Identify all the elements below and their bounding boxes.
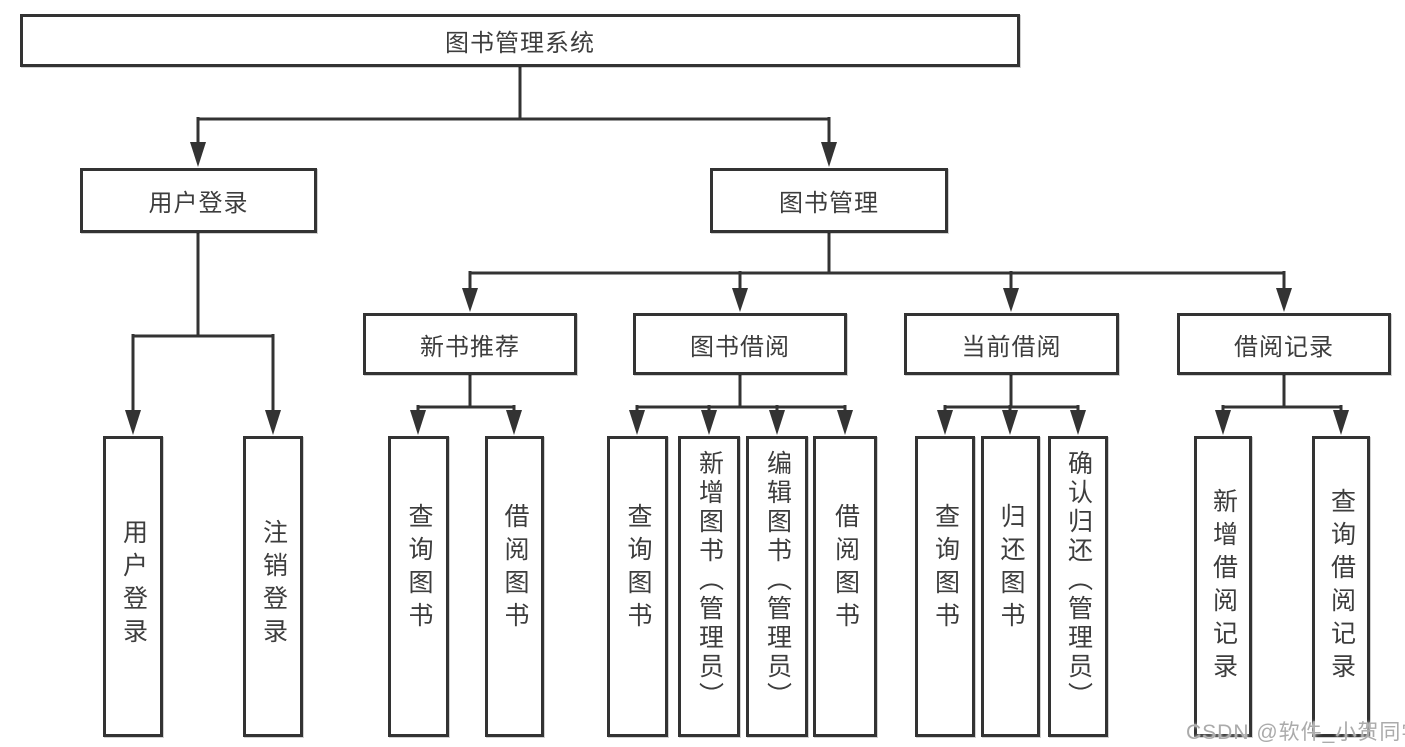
leaf-query-borrow-record: 查询借阅记录 [1312, 436, 1370, 737]
leaf-label: 借阅图书 [831, 502, 860, 635]
leaf-label: 确认归还（管理员） [1064, 450, 1093, 711]
leaf-query-books-current: 查询图书 [915, 436, 975, 737]
leaf-label: 查询图书 [931, 502, 960, 635]
arrowhead-icon [821, 142, 837, 167]
leaf-label: 查询图书 [624, 502, 652, 635]
leaf-add-borrow-record: 新增借阅记录 [1194, 436, 1252, 737]
leaf-edit-books-admin: 编辑图书（管理员） [746, 436, 808, 737]
arrowhead-icon [1002, 410, 1018, 435]
leaf-label: 归还图书 [997, 502, 1025, 635]
arrowhead-icon [125, 410, 141, 435]
arrowhead-icon [1276, 288, 1292, 312]
leaf-borrow-books: 借阅图书 [813, 436, 877, 737]
connector-path-borrow-records [1221, 374, 1343, 412]
connector-path-root [196, 66, 831, 144]
connector-path-book-borrow [635, 374, 847, 412]
node-root-system: 图书管理系统 [20, 14, 1020, 67]
arrowhead-icon [410, 410, 426, 435]
arrowhead-icon [265, 410, 281, 435]
arrowhead-icon [1003, 288, 1019, 312]
arrowhead-icon [1333, 410, 1349, 435]
leaf-label: 新增图书（管理员） [695, 450, 724, 711]
leaf-label: 编辑图书（管理员） [763, 450, 792, 711]
leaf-confirm-return-admin: 确认归还（管理员） [1048, 436, 1108, 737]
arrowhead-icon [629, 410, 645, 435]
arrowhead-icon [462, 288, 478, 312]
leaf-label: 借阅图书 [501, 502, 529, 635]
leaf-user-login: 用户登录 [103, 436, 163, 737]
leaf-return-books: 归还图书 [981, 436, 1040, 737]
leaf-label: 新增借阅记录 [1209, 487, 1238, 686]
arrowhead-icon [837, 410, 853, 435]
arrowhead-icon [769, 410, 785, 435]
leaf-user-login-label: 用户登录 [119, 518, 148, 651]
arrowhead-icon [1070, 410, 1086, 435]
leaf-query-books-recommend: 查询图书 [388, 436, 449, 737]
leaf-label: 查询图书 [405, 502, 433, 635]
leaf-borrow-books-recommend: 借阅图书 [485, 436, 544, 737]
csdn-watermark: CSDN @软件_小贺同学 [1186, 721, 1405, 744]
node-new-book-recommend: 新书推荐 [363, 313, 577, 375]
leaf-query-books-borrow: 查询图书 [607, 436, 668, 737]
node-book-management: 图书管理 [710, 168, 948, 233]
leaf-add-books-admin: 新增图书（管理员） [678, 436, 740, 737]
arrowhead-icon [701, 410, 717, 435]
arrowhead-icon [190, 142, 206, 167]
connector-path-new-book [416, 374, 516, 412]
connector-path-book-management [468, 232, 1286, 290]
node-borrow-records: 借阅记录 [1177, 313, 1391, 375]
connector-path-current-borrow [943, 374, 1080, 412]
connector-path-user-login [131, 232, 275, 412]
arrowhead-icon [732, 288, 748, 312]
arrowhead-icon [1215, 410, 1231, 435]
node-book-borrow: 图书借阅 [633, 313, 847, 375]
leaf-logout-label: 注销登录 [259, 518, 288, 651]
arrowhead-icon [937, 410, 953, 435]
node-user-login: 用户登录 [80, 168, 317, 233]
leaf-label: 查询借阅记录 [1327, 487, 1356, 686]
node-current-borrow: 当前借阅 [904, 313, 1119, 375]
leaf-logout: 注销登录 [243, 436, 303, 737]
arrowhead-icon [506, 410, 522, 435]
